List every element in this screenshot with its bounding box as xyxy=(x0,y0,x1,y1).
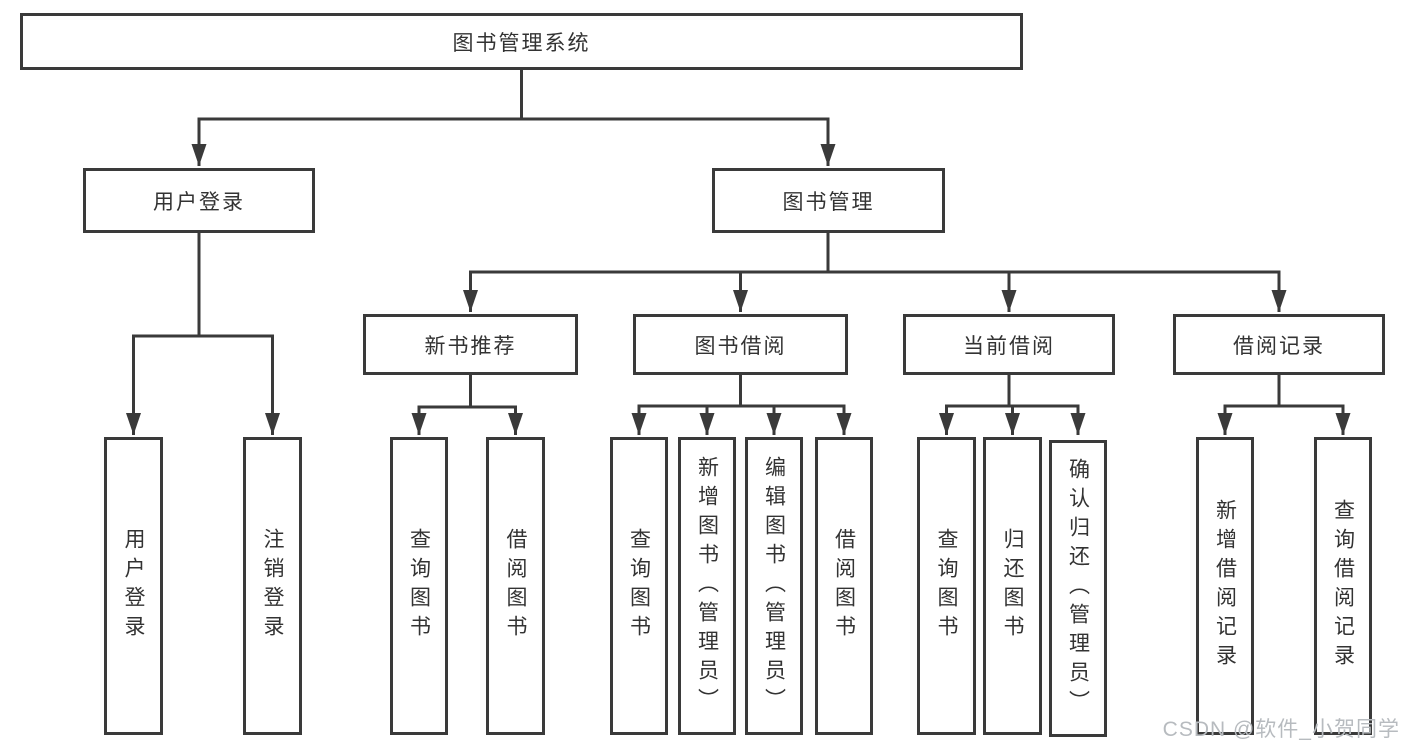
node-library-system: 图书管理系统 xyxy=(20,13,1023,70)
node-leaf-edit-book-admin: 编辑图书（管理员） xyxy=(745,437,803,735)
node-leaf-borrow-books-label: 借阅图书 xyxy=(832,528,856,644)
node-borrowing-records-label: 借阅记录 xyxy=(1233,334,1325,358)
node-leaf-query-books-current-label: 查询图书 xyxy=(935,528,958,644)
node-leaf-add-book-admin: 新增图书（管理员） xyxy=(678,437,736,735)
node-leaf-add-borrow-record-label: 新增借阅记录 xyxy=(1213,499,1237,673)
node-leaf-borrow-books-recommend-label: 借阅图书 xyxy=(504,528,527,644)
node-leaf-query-books-recommend-label: 查询图书 xyxy=(407,528,431,644)
node-leaf-return-books: 归还图书 xyxy=(983,437,1042,735)
node-leaf-borrow-books-recommend: 借阅图书 xyxy=(486,437,545,735)
node-borrowing-records: 借阅记录 xyxy=(1173,314,1385,375)
node-new-book-recommend: 新书推荐 xyxy=(363,314,578,375)
node-leaf-add-book-admin-label: 新增图书（管理员） xyxy=(695,455,719,717)
node-leaf-query-books-borrowing: 查询图书 xyxy=(610,437,668,735)
node-leaf-return-books-label: 归还图书 xyxy=(1001,528,1024,644)
node-book-management: 图书管理 xyxy=(712,168,945,233)
node-leaf-query-borrow-record: 查询借阅记录 xyxy=(1314,437,1372,735)
node-book-borrowing: 图书借阅 xyxy=(633,314,848,375)
node-leaf-user-login-label: 用户登录 xyxy=(122,528,145,644)
node-library-system-label: 图书管理系统 xyxy=(452,31,591,55)
node-new-book-recommend-label: 新书推荐 xyxy=(424,334,517,358)
node-leaf-add-borrow-record: 新增借阅记录 xyxy=(1196,437,1254,735)
node-leaf-query-books-borrowing-label: 查询图书 xyxy=(627,528,651,644)
node-book-management-label: 图书管理 xyxy=(782,190,875,214)
node-leaf-edit-book-admin-label: 编辑图书（管理员） xyxy=(762,455,786,717)
node-leaf-query-books-current: 查询图书 xyxy=(917,437,976,735)
node-user-login: 用户登录 xyxy=(83,168,315,233)
watermark: CSDN @软件_小贺同学 xyxy=(1162,718,1400,741)
node-leaf-logout-label: 注销登录 xyxy=(261,528,284,644)
node-leaf-borrow-books: 借阅图书 xyxy=(815,437,873,735)
node-leaf-user-login: 用户登录 xyxy=(104,437,163,735)
node-current-borrowing: 当前借阅 xyxy=(903,314,1115,375)
node-leaf-query-borrow-record-label: 查询借阅记录 xyxy=(1331,499,1355,673)
node-book-borrowing-label: 图书借阅 xyxy=(694,334,787,358)
node-leaf-confirm-return-admin-label: 确认归还（管理员） xyxy=(1066,458,1090,719)
node-leaf-query-books-recommend: 查询图书 xyxy=(390,437,448,735)
node-user-login-label: 用户登录 xyxy=(153,190,245,214)
node-leaf-logout: 注销登录 xyxy=(243,437,302,735)
node-leaf-confirm-return-admin: 确认归还（管理员） xyxy=(1049,440,1107,737)
node-current-borrowing-label: 当前借阅 xyxy=(963,334,1055,358)
